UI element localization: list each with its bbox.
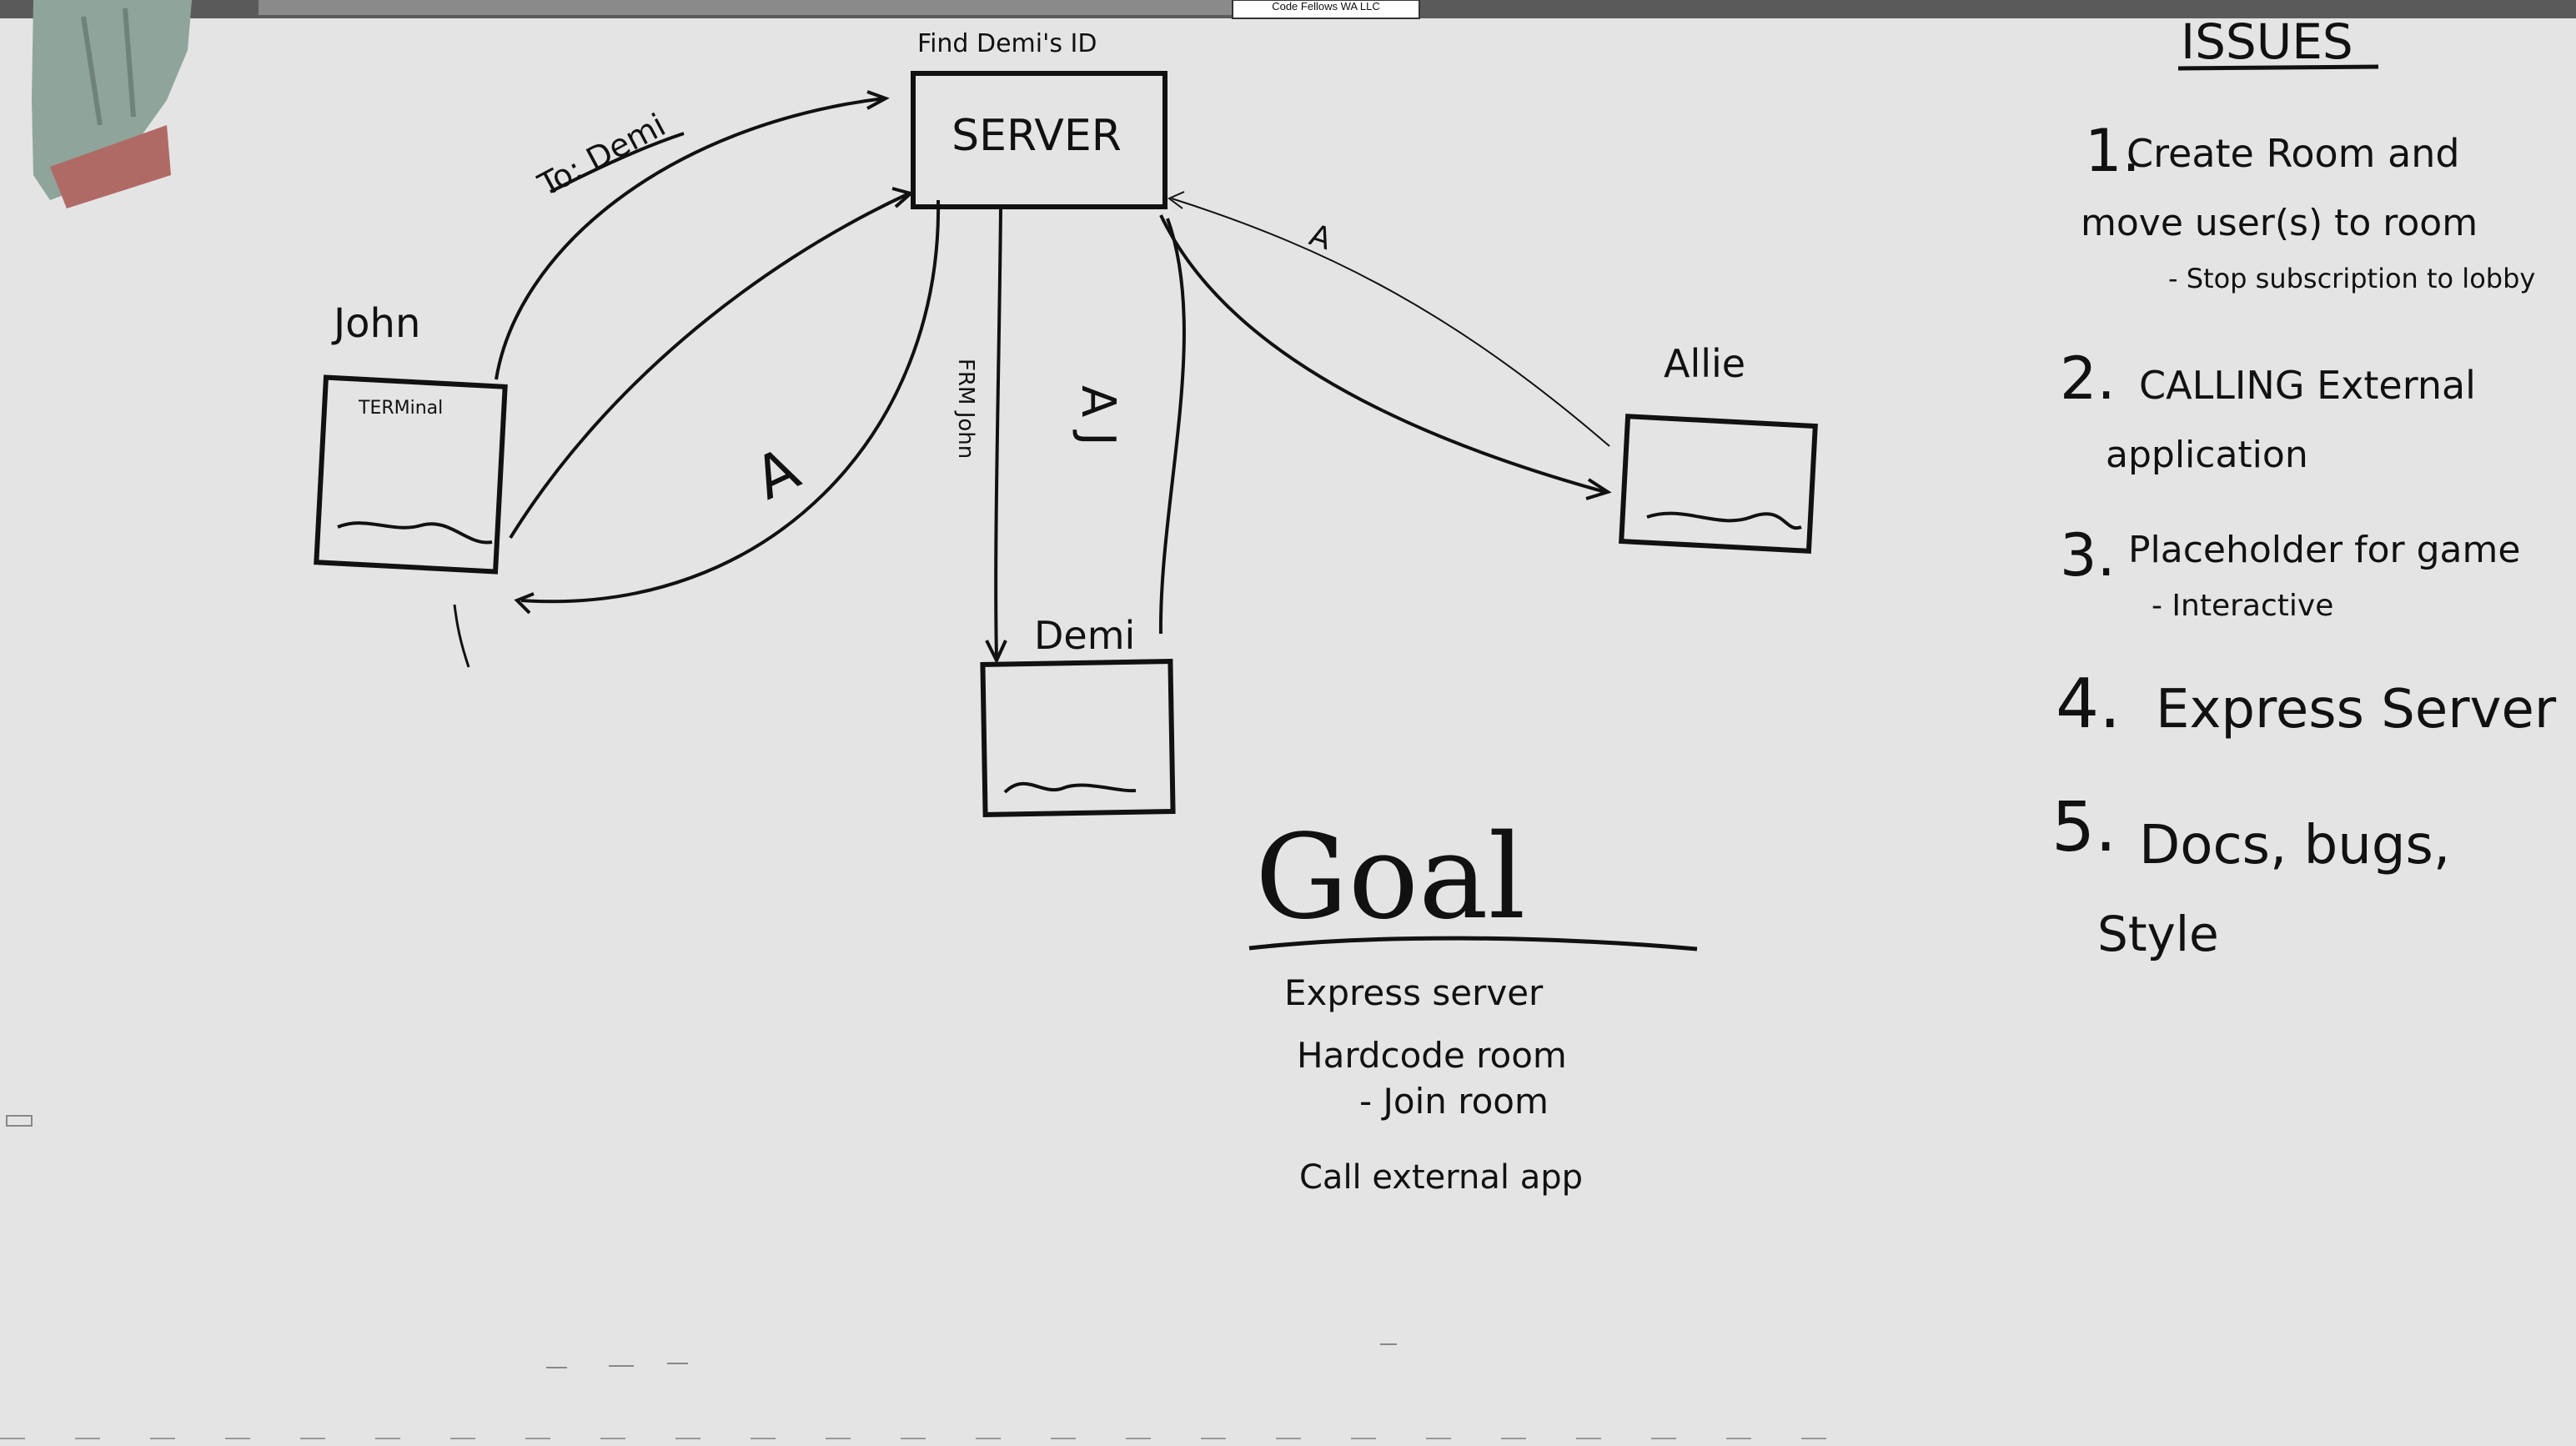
arrow-server-to-demi — [994, 208, 1002, 660]
issue-line: move user(s) to room — [2081, 202, 2478, 244]
demi-cursor-squiggle — [1003, 781, 1137, 794]
goal-item: Hardcode room — [1297, 1035, 1567, 1076]
arrow-demi-to-server — [1158, 218, 1186, 635]
arrowhead-server-to-allie — [1585, 478, 1612, 500]
sign-plaque — [1232, 0, 1420, 19]
arrowhead-server-to-john — [514, 592, 535, 615]
arrowhead-john-to-server-lower — [891, 187, 915, 208]
issue-line: Placeholder for game — [2128, 529, 2520, 571]
issue-item: 1. Create Room and move user(s) to room … — [2081, 117, 2535, 294]
eraser-object — [32, 0, 192, 208]
john-terminal-text: TERMinal — [358, 398, 443, 419]
issue-line: CALLING External — [2139, 363, 2476, 408]
issue-item: 3. Placeholder for game - Interactive — [2060, 521, 2520, 623]
stray-mark — [453, 604, 470, 668]
john-cursor-squiggle — [337, 521, 493, 545]
demi-label: Demi — [1034, 613, 1135, 658]
issue-line: Docs, bugs, — [2139, 815, 2450, 876]
server-note: Find Demi's ID — [917, 29, 1097, 58]
arrow-john-to-server — [495, 97, 885, 380]
john-terminal-box — [314, 374, 508, 575]
issues-title: ISSUES — [2181, 13, 2353, 70]
issue-line: Style — [2097, 906, 2219, 962]
issue-item: 5. Docs, bugs, Style — [2051, 788, 2450, 962]
issue-line: - Stop subscription to lobby — [2168, 263, 2535, 294]
issue-number: 4. — [2056, 665, 2121, 744]
arrow-allie-to-server — [1171, 198, 1610, 447]
arrowhead-allie-to-server — [1167, 191, 1185, 209]
issue-number: 2. — [2060, 344, 2116, 413]
arrow-server-to-john — [520, 199, 941, 604]
goal-underline — [1248, 936, 1698, 951]
message-arrows — [453, 90, 1612, 668]
label-john-ack: A — [745, 434, 810, 514]
arrowhead-server-to-demi — [985, 640, 1007, 665]
issue-line: Create Room and — [2127, 131, 2460, 176]
server-label: SERVER — [952, 111, 1122, 161]
goal-item: - Join room — [1359, 1081, 1549, 1122]
label-from-john: FRM John — [953, 359, 978, 459]
issue-item: 4. Express Server — [2056, 665, 2557, 744]
issues-title-underline — [2177, 64, 2379, 71]
issue-number: 5. — [2051, 788, 2117, 867]
goal-title: Goal — [1255, 810, 1525, 946]
sign-text: Code Fellows WA LLC — [1272, 0, 1380, 13]
allie-label: Allie — [1664, 341, 1745, 386]
to-demi-underline — [550, 132, 685, 193]
goal-item: Express server — [1284, 972, 1544, 1013]
allie-cursor-squiggle — [1646, 511, 1802, 530]
server-box — [911, 71, 1167, 209]
arrow-server-to-allie — [1159, 214, 1606, 494]
arrow-john-to-server-lower — [509, 192, 910, 540]
issue-line: - Interactive — [2152, 589, 2333, 623]
issue-line: application — [2106, 434, 2308, 476]
arrowhead-john-to-server — [866, 90, 890, 110]
john-label: John — [331, 300, 420, 347]
goal-item: Call external app — [1299, 1158, 1583, 1197]
frame-light-section — [259, 0, 1243, 15]
label-allie-ack: A — [1305, 218, 1335, 258]
issue-item: 2. CALLING External application — [2060, 344, 2476, 476]
issue-number: 1. — [2085, 117, 2141, 185]
demi-terminal-box — [980, 658, 1176, 817]
issue-line: Express Server — [2156, 679, 2557, 741]
label-demi-ack: A J — [1071, 385, 1125, 446]
issue-number: 3. — [2060, 521, 2116, 590]
board-smudges — [0, 1115, 1876, 1439]
label-to-demi: To: Demi — [532, 107, 671, 204]
allie-terminal-box — [1619, 414, 1818, 554]
